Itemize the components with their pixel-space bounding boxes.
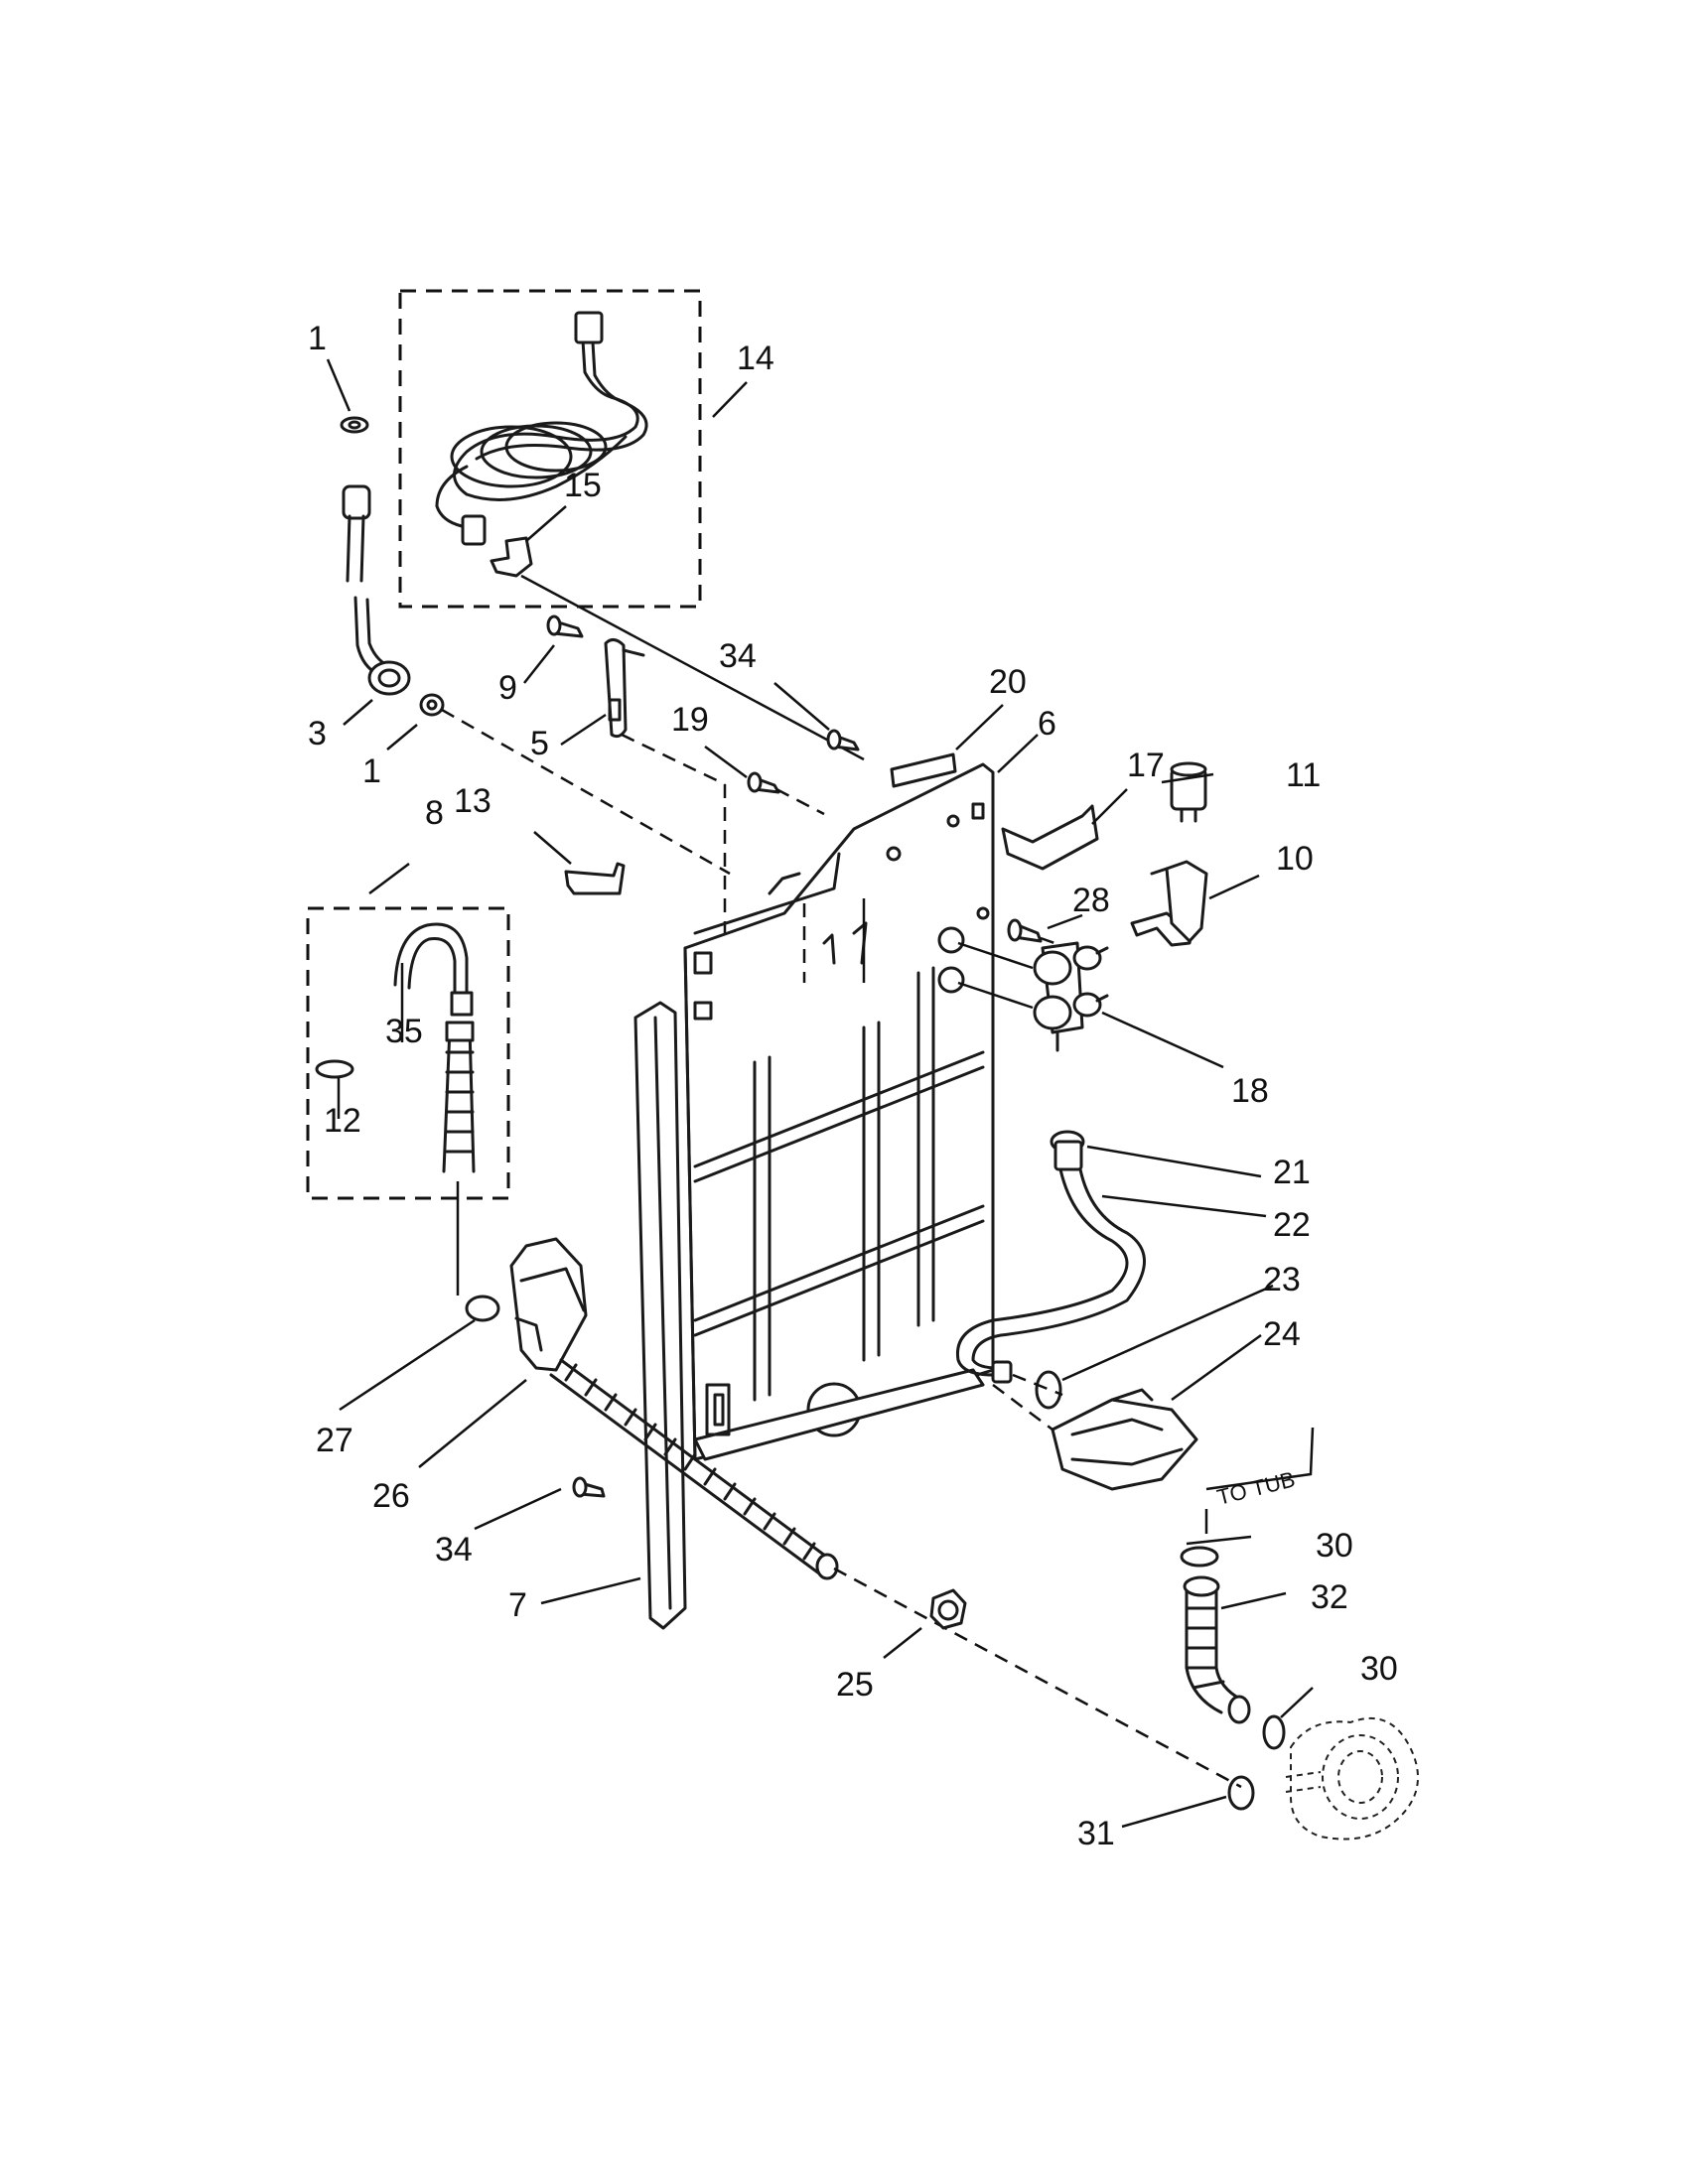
bracket-10 [1130, 860, 1208, 947]
hose-clamp-30-upper [1180, 1546, 1219, 1568]
washer-part-lower [419, 693, 445, 717]
callout-24: 24 [1263, 1315, 1301, 1353]
screw-9 [546, 614, 584, 638]
screw-34-top [826, 729, 860, 751]
callout-22: 22 [1273, 1206, 1311, 1244]
rear-panel-6 [683, 762, 995, 1461]
callout-5: 5 [530, 725, 549, 762]
callout-34-bottom: 34 [435, 1531, 473, 1569]
washer-part-top [340, 416, 369, 434]
to-tub-bracket [1205, 1427, 1315, 1491]
hose-clamp-27 [465, 1295, 500, 1322]
bracket-17 [1001, 804, 1099, 871]
to-tub-label: TO TUB [1214, 1466, 1298, 1510]
callout-30-lower: 30 [1360, 1650, 1398, 1688]
callout-23: 23 [1263, 1261, 1301, 1298]
callout-11: 11 [1286, 756, 1321, 794]
callout-31: 31 [1077, 1815, 1115, 1852]
screw-34-bottom [572, 1476, 606, 1498]
callout-1-lower: 1 [362, 752, 381, 790]
side-rail-7 [633, 1001, 687, 1630]
callout-10: 10 [1276, 840, 1314, 878]
drain-hose-group-box [306, 906, 510, 1200]
power-cord-group-box [398, 289, 702, 609]
callout-25: 25 [836, 1666, 874, 1704]
callout-1-top: 1 [308, 320, 327, 357]
callout-34-top: 34 [719, 637, 757, 675]
callout-19: 19 [671, 701, 709, 739]
callout-27: 27 [316, 1422, 353, 1459]
hose-clamp-23 [1035, 1370, 1062, 1410]
bracket-5 [604, 638, 645, 739]
screw-19 [747, 771, 780, 794]
callout-12: 12 [324, 1102, 361, 1140]
bracket-26 [509, 1237, 588, 1372]
callout-35: 35 [385, 1013, 423, 1050]
clamp-25 [929, 1588, 967, 1630]
hose-clamp-30-lower [1262, 1714, 1286, 1750]
capacitor-11 [1170, 761, 1207, 823]
callout-30-upper: 30 [1316, 1527, 1353, 1565]
drain-hose-part [393, 922, 476, 1173]
fill-hose-22 [955, 1140, 1146, 1384]
tub-hose-32 [1183, 1575, 1251, 1724]
hose-clamp-12 [315, 1059, 354, 1079]
callout-26: 26 [372, 1477, 410, 1515]
callout-9: 9 [498, 669, 517, 707]
corrugated-drain-hose [549, 1358, 839, 1580]
callout-labels: 1 14 15 9 34 20 3 5 19 6 1 17 11 8 13 10… [308, 320, 1398, 1852]
callout-15: 15 [564, 467, 602, 504]
leader-lines [326, 358, 1314, 1829]
hose-clamp-31 [1227, 1775, 1255, 1811]
callout-28: 28 [1072, 882, 1110, 919]
cord-clip-part [490, 536, 533, 578]
water-valve-18 [1033, 941, 1109, 1052]
callout-17: 17 [1127, 747, 1165, 784]
clip-13 [564, 862, 626, 895]
power-cord-part [435, 311, 648, 546]
callout-18: 18 [1231, 1072, 1269, 1110]
callout-7: 7 [508, 1586, 527, 1624]
callout-21: 21 [1273, 1154, 1311, 1191]
callout-8: 8 [425, 794, 444, 832]
bracket-20 [890, 752, 957, 788]
callout-6: 6 [1038, 705, 1056, 743]
callout-3: 3 [308, 715, 327, 752]
callout-13: 13 [454, 782, 491, 820]
pump-ghost-outline [1285, 1717, 1419, 1841]
inlet-hose-part [342, 484, 411, 696]
callout-32: 32 [1311, 1578, 1348, 1616]
callout-20: 20 [989, 663, 1027, 701]
screw-28 [1007, 918, 1043, 943]
nozzle-24 [1051, 1388, 1198, 1491]
callout-14: 14 [737, 340, 774, 377]
